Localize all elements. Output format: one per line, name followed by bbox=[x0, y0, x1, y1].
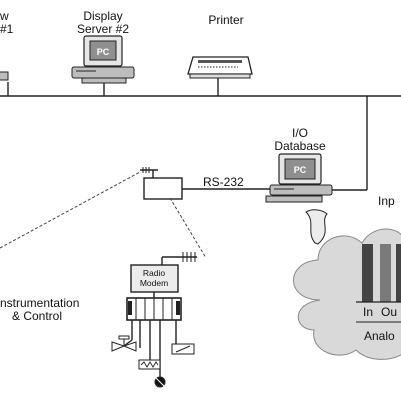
radio-modem-box bbox=[130, 264, 179, 293]
field-devices bbox=[111, 320, 195, 388]
radio-modem: Radio Modem bbox=[130, 252, 197, 293]
rs232-label: RS-232 bbox=[203, 175, 244, 189]
display-server-2: Display Server #2 PC bbox=[71, 9, 135, 84]
io-database-keyboard bbox=[265, 195, 323, 203]
radio-modem-label-1: Radio bbox=[143, 268, 165, 278]
cloud-out-label: Ou bbox=[381, 305, 397, 319]
output-bar-2 bbox=[396, 244, 401, 302]
display-server-cpu bbox=[71, 66, 135, 79]
input-bar bbox=[362, 244, 373, 302]
modem-box bbox=[143, 177, 183, 200]
io-cloud: In Ou Analo bbox=[293, 228, 401, 360]
instrumentation-label-1: nstrumentation bbox=[0, 296, 79, 310]
printer-body bbox=[187, 56, 253, 75]
display-server-pc-label: PC bbox=[97, 47, 110, 57]
cloud-link-icon bbox=[305, 209, 328, 245]
io-database-pc-label: PC bbox=[294, 165, 307, 175]
display-server-label-2: Server #2 bbox=[77, 22, 129, 36]
left-server-label-1: w bbox=[0, 9, 9, 23]
cloud-shape bbox=[293, 228, 401, 360]
radio-modem-label-2: Modem bbox=[140, 278, 168, 288]
resistor-icon bbox=[138, 359, 161, 370]
printer-label: Printer bbox=[208, 13, 243, 27]
io-database-screen bbox=[284, 158, 316, 180]
printer: Printer bbox=[187, 13, 253, 79]
io-database-label-1: I/O bbox=[292, 126, 308, 140]
display-server-label-1: Display bbox=[83, 9, 122, 23]
rs232-modem: RS-232 bbox=[140, 167, 275, 200]
left-server: w #1 bbox=[0, 9, 14, 81]
display-server-screen bbox=[89, 40, 117, 61]
io-database-cpu bbox=[269, 184, 333, 196]
printer-slot bbox=[198, 60, 242, 63]
io-database: I/O Database PC bbox=[265, 126, 367, 203]
cloud-bottom-label: Analo bbox=[364, 329, 395, 343]
io-database-label-2: Database bbox=[274, 139, 326, 153]
radio-link-left bbox=[0, 171, 141, 249]
instrumentation-label-2: & Control bbox=[12, 309, 62, 323]
terminal-block bbox=[126, 292, 182, 321]
display-server-keyboard bbox=[81, 77, 127, 84]
cloud-in-label: In bbox=[363, 305, 373, 319]
left-server-base bbox=[0, 71, 9, 81]
left-server-label-2: #1 bbox=[0, 22, 14, 36]
valve-icon bbox=[111, 341, 126, 352]
inputs-label: Inp bbox=[378, 194, 395, 208]
output-bar-1 bbox=[380, 244, 391, 302]
radio-link-modem bbox=[169, 197, 207, 259]
